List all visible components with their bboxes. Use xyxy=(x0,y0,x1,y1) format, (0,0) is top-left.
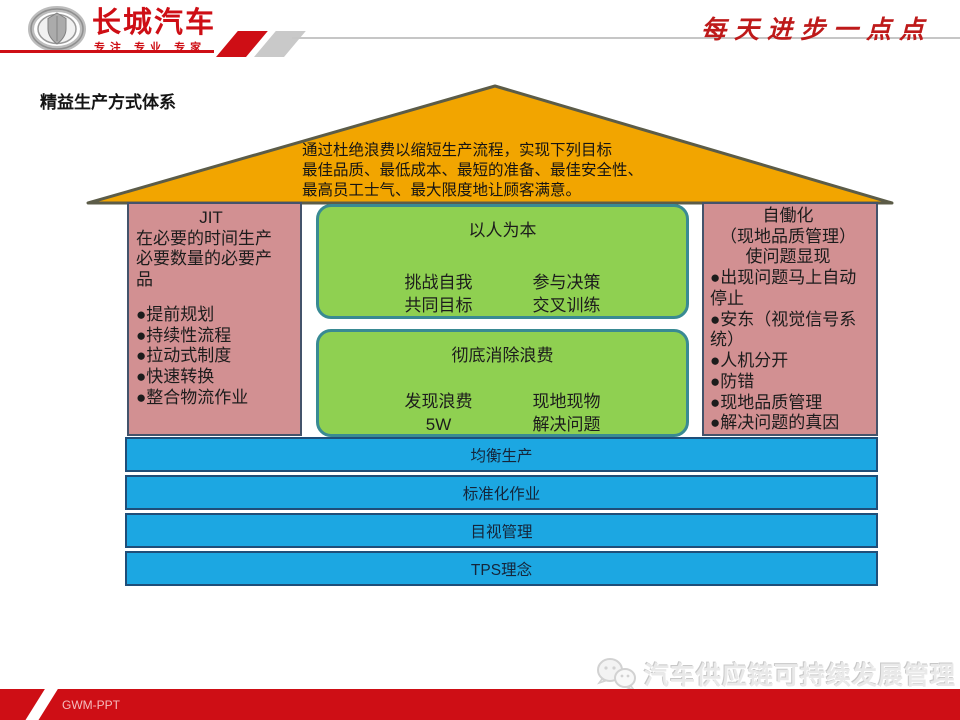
list-item: ●拉动式制度 xyxy=(136,346,232,366)
people-item: 共同目标 xyxy=(404,296,473,315)
list-item: ●提前规划 xyxy=(136,304,215,324)
list-item: ●现地品质管理 xyxy=(710,392,823,412)
footer-label: GWM-PPT xyxy=(62,698,120,712)
people-box-items: 挑战自我 参与决策 共同目标 交叉训练 xyxy=(319,271,686,317)
people-box: 以人为本 挑战自我 参与决策 共同目标 交叉训练 xyxy=(316,204,689,319)
base-row-visual-management: 目视管理 xyxy=(125,513,878,548)
gwm-emblem-icon xyxy=(28,6,86,52)
roof-line: 通过杜绝浪费以缩短生产流程，实现下列目标 xyxy=(302,142,613,159)
jit-bullet-list: ●提前规划 ●持续性流程 ●拉动式制度 ●快速转换 ●整合物流作业 xyxy=(136,305,286,409)
jit-pillar-title: JIT xyxy=(199,208,223,227)
base-row-standardized-work: 标准化作业 xyxy=(125,475,878,510)
list-item: ●人机分开 xyxy=(710,351,789,371)
list-item: ●安东（视觉信号系统） xyxy=(710,309,857,350)
header-gray-rule xyxy=(292,37,960,39)
people-box-title: 以人为本 xyxy=(468,221,537,240)
people-item: 参与决策 xyxy=(532,273,601,292)
header-slogan: 每天进步一点点 xyxy=(700,17,932,44)
waste-item: 5W xyxy=(425,415,452,434)
foundation-rows: 均衡生产 标准化作业 目视管理 TPS理念 xyxy=(125,437,878,589)
roof-line: 最佳品质、最低成本、最短的准备、最佳安全性、 xyxy=(302,162,644,179)
waste-item: 发现浪费 xyxy=(404,392,473,411)
list-item: ●解决问题的真因 xyxy=(710,413,840,433)
footer-bar xyxy=(0,689,960,720)
base-row-tps-philosophy: TPS理念 xyxy=(125,551,878,586)
page-title: 精益生产方式体系 xyxy=(40,93,176,112)
roof-line: 最高员工士气、最大限度地让顾客满意。 xyxy=(302,182,582,199)
roof-triangle xyxy=(86,84,894,205)
jidoka-subtitle: 使问题显现 xyxy=(745,247,831,267)
list-item: ●快速转换 xyxy=(136,367,215,387)
waste-item: 解决问题 xyxy=(532,415,601,434)
watermark: 汽车供应链可持续发展管理 xyxy=(596,656,956,692)
list-item: ●整合物流作业 xyxy=(136,387,249,407)
waste-item: 现地现物 xyxy=(532,392,601,411)
people-item: 交叉训练 xyxy=(532,296,601,315)
jidoka-pillar: 自働化 （现地品质管理） 使问题显现 ●出现问题马上自动停止 ●安东（视觉信号系… xyxy=(702,202,878,436)
waste-box: 彻底消除浪费 发现浪费 现地现物 5W 解决问题 xyxy=(316,329,689,437)
jidoka-bullet-list: ●出现问题马上自动停止 ●安东（视觉信号系统） ●人机分开 ●防错 ●现地品质管… xyxy=(710,268,866,434)
people-item: 挑战自我 xyxy=(404,273,473,292)
jidoka-subtitle: （现地品质管理） xyxy=(720,226,856,246)
gwm-logo-text: 长城汽车 xyxy=(92,7,217,39)
header-red-underline xyxy=(0,50,214,53)
jit-pillar: JIT 在必要的时间生产必要数量的必要产品 ●提前规划 ●持续性流程 ●拉动式制… xyxy=(127,202,302,436)
base-row-heijunka: 均衡生产 xyxy=(125,437,878,472)
list-item: ●防错 xyxy=(710,371,755,391)
waste-box-title: 彻底消除浪费 xyxy=(451,346,554,365)
jidoka-pillar-title: 自働化 xyxy=(762,206,814,225)
roof-goal-text: 通过杜绝浪费以缩短生产流程，实现下列目标 最佳品质、最低成本、最短的准备、最佳安… xyxy=(302,141,704,201)
jit-pillar-body: 在必要的时间生产必要数量的必要产品 xyxy=(136,228,272,290)
list-item: ●持续性流程 xyxy=(136,325,232,345)
list-item: ●出现问题马上自动停止 xyxy=(710,268,857,308)
waste-box-items: 发现浪费 现地现物 5W 解决问题 xyxy=(319,390,686,436)
watermark-text: 汽车供应链可持续发展管理 xyxy=(644,662,957,690)
supply-chain-logo-icon xyxy=(596,658,636,691)
